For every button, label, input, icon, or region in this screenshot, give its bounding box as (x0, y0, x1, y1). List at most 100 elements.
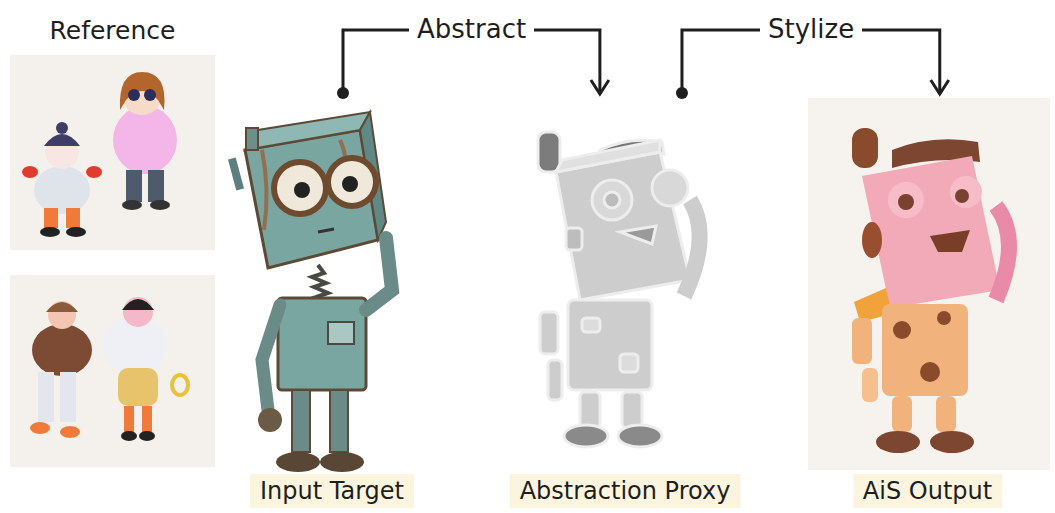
stylized-output-illustration-part (996, 206, 1009, 300)
reference-painting-part (122, 299, 154, 310)
reference-painting-part (142, 406, 152, 432)
abstraction-proxy-illustration-part (568, 300, 652, 390)
abstraction-proxy-illustration-part (592, 180, 632, 220)
panel-caption: Input Target (250, 474, 414, 508)
robot-illustration-part (318, 229, 334, 232)
abstraction-proxy-illustration (538, 132, 700, 447)
stylized-output-illustration-part (930, 230, 970, 252)
robot-illustration-part (258, 408, 282, 432)
start-dot (676, 87, 688, 99)
reference-painting-part (124, 406, 134, 432)
robot-illustration-part (294, 182, 310, 198)
stylized-output-illustration-part (852, 318, 872, 364)
step-label: Stylize (760, 14, 862, 45)
reference-painting-part (139, 431, 155, 441)
panel-caption: AiS Output (853, 474, 1002, 508)
reference-painting-part (10, 55, 215, 250)
abstraction-proxy-illustration-part (538, 132, 560, 172)
stylized-output-illustration-part (920, 362, 940, 382)
panel-caption: Abstraction Proxy (510, 474, 741, 508)
robot-illustration-part (245, 112, 370, 150)
image-panel: Abstraction Proxy (490, 96, 760, 510)
abstraction-proxy-illustration-part (622, 392, 642, 428)
reference-painting-part (172, 375, 188, 395)
stylized-output-illustration-part (882, 304, 968, 396)
reference-painting-part (123, 297, 153, 327)
reference-painting-part (128, 89, 140, 101)
reference-painting-part (38, 372, 54, 422)
reference-painting-part (66, 208, 80, 228)
reference-painting-part (60, 426, 80, 438)
reference-group: Reference (4, 12, 221, 468)
reference-painting-part (44, 208, 58, 228)
reference-painting-part (122, 200, 142, 210)
stylized-output-illustration-part (893, 321, 911, 339)
stylized-output-illustration-part (937, 311, 951, 325)
robot-illustration-part (276, 452, 320, 472)
stylized-output-illustration-part (930, 431, 974, 453)
stylized-output-illustration-part (936, 396, 956, 432)
abstraction-proxy-illustration-part (548, 360, 562, 400)
abstraction-proxy-illustration-part (620, 226, 656, 244)
image-panel: AiS Output (805, 96, 1050, 510)
robot-illustration-part (312, 265, 328, 301)
reference-painting-part (113, 106, 177, 174)
abstraction-proxy-illustration-part (566, 228, 582, 250)
reference-painting-part (22, 166, 38, 178)
arrow-head (591, 80, 609, 94)
abstraction-proxy-illustration-part (564, 425, 608, 447)
reference-painting-part (60, 372, 76, 422)
stylized-output-illustration-part (862, 156, 1000, 308)
robot-illustration-part (262, 305, 280, 410)
stylized-output-illustration-part (898, 194, 914, 210)
abstraction-proxy-illustration-part (540, 312, 558, 354)
robot-illustration (228, 112, 392, 472)
robot-illustration-part (320, 452, 364, 472)
reference-painting-part (121, 431, 137, 441)
reference-painting-part (46, 302, 78, 312)
abstraction-proxy-illustration-part (556, 140, 660, 172)
reference-painting (10, 55, 215, 250)
reference-painting-part (120, 72, 165, 110)
stylized-output-illustration-part (862, 368, 878, 402)
reference-painting-part (34, 166, 90, 214)
stylized-output-illustration-part (955, 189, 969, 203)
abstraction-proxy-illustration-part (556, 152, 690, 300)
start-dot (337, 87, 349, 99)
reference-painting-part (66, 227, 86, 237)
image-panel: Input Target (222, 96, 442, 510)
robot-illustration-part (328, 158, 376, 206)
reference-painting-part (45, 135, 79, 169)
reference-painting (10, 275, 215, 467)
abstraction-proxy-illustration-part (620, 354, 638, 372)
abstraction-proxy-illustration-part (582, 318, 600, 332)
robot-illustration-part (330, 390, 348, 452)
abstraction-proxy-illustration-part (684, 200, 700, 296)
robot-illustration-part (278, 298, 366, 390)
step-label: Abstract (409, 14, 534, 45)
robot-illustration-part (228, 158, 244, 191)
robot-illustration-part (274, 162, 326, 214)
reference-painting-part (150, 200, 170, 210)
reference-painting-part (118, 368, 158, 406)
robot-illustration-part (292, 390, 310, 452)
reference-painting-part (40, 227, 60, 237)
stylized-output-illustration-part (862, 222, 882, 258)
reference-painting-part (30, 422, 50, 434)
robot-illustration-part (246, 128, 258, 150)
stylized-output-illustration-part (950, 176, 982, 208)
stylized-output-illustration-part (892, 396, 912, 432)
stylized-output-illustration-part (852, 128, 878, 168)
reference-painting-part (148, 170, 164, 202)
abstraction-proxy-illustration-part (618, 425, 662, 447)
abstraction-proxy-illustration-part (604, 192, 620, 208)
reference-painting-part (32, 324, 92, 376)
reference-painting-part (56, 122, 68, 134)
reference-painting-part (44, 134, 80, 146)
reference-painting-part (86, 166, 102, 178)
stylized-output-illustration-part (808, 98, 1050, 470)
reference-painting-part (126, 170, 142, 202)
group-heading: Reference (4, 16, 221, 45)
